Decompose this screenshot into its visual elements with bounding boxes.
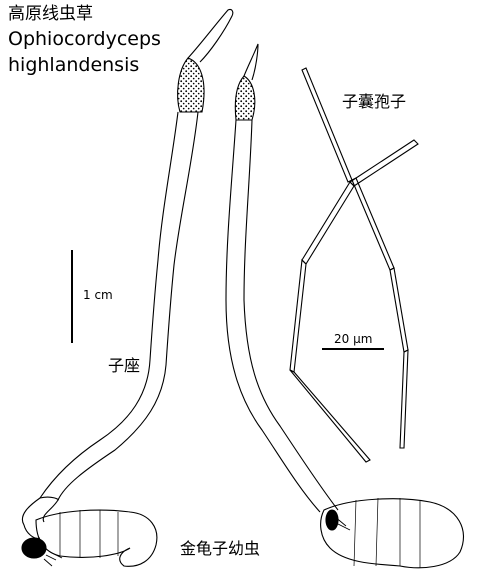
larva-head-right xyxy=(325,509,339,531)
stroma-stipe-left xyxy=(22,111,179,539)
fertile-head-right xyxy=(234,75,256,121)
host-larva-label: 金龟子幼虫 xyxy=(180,539,261,558)
title-latin-genus: Ophiocordyceps xyxy=(8,28,161,50)
sterile-tip-right xyxy=(243,43,259,81)
sterile-tip-left xyxy=(187,8,234,63)
fertile-head-left xyxy=(177,57,205,113)
host-larva-left xyxy=(35,509,158,567)
stroma-stipe-right xyxy=(225,119,321,513)
ascospore-label: 子囊孢子 xyxy=(342,92,407,111)
scale-bar-label-um: 20 µm xyxy=(334,332,373,346)
title-chinese: 高原线虫草 xyxy=(8,4,93,24)
specimen-left xyxy=(21,8,234,567)
ascospore-2 xyxy=(349,139,419,187)
scale-bar-label-cm: 1 cm xyxy=(83,288,113,302)
ascospore-1 xyxy=(301,67,353,183)
stroma-label: 子座 xyxy=(108,356,141,375)
specimen-right xyxy=(225,43,465,569)
larva-head-left xyxy=(21,537,47,559)
title-latin-species: highlandensis xyxy=(8,54,140,76)
ascospores xyxy=(289,67,419,463)
host-larva-right xyxy=(320,498,465,569)
